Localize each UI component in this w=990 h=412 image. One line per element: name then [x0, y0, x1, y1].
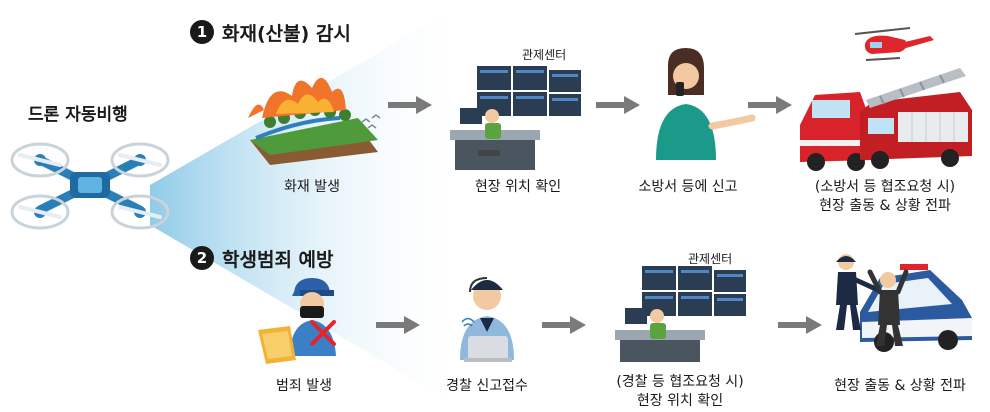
control-room-icon-2	[615, 266, 746, 362]
arrow-2-3	[778, 316, 822, 334]
control-center-label-2: 관제센터	[688, 252, 733, 266]
step-2-3-line2: 현장 위치 확인	[636, 393, 724, 409]
police-operator-icon	[460, 277, 514, 362]
police-car-icon	[836, 254, 972, 352]
step-2-3-line1: (경찰 등 협조요청 시)	[616, 374, 744, 390]
step-2-1-label: 범죄 발생	[276, 378, 332, 394]
section-2-badge: 2	[190, 246, 214, 270]
step-2-3-label: (경찰 등 협조요청 시) 현장 위치 확인	[616, 373, 743, 411]
step-2-2-label: 경찰 신고접수	[446, 378, 528, 394]
step-1-4-line2: 현장 출동 & 상황 전파	[819, 198, 951, 214]
arrow-2-2	[542, 316, 586, 334]
step-1-4-label: (소방서 등 협조요청 시) 현장 출동 & 상황 전파	[815, 178, 955, 216]
step-2-4-label: 현장 출동 & 상황 전파	[834, 378, 966, 394]
step-1-3-label: 소방서 등에 신고	[638, 179, 738, 195]
fire-truck-icon	[800, 68, 972, 171]
section-1-title: 화재(산불) 감시	[222, 23, 351, 45]
arrow-1-2	[596, 96, 640, 114]
section-1-badge: 1	[190, 20, 214, 44]
arrow-1-3	[748, 96, 792, 114]
arrow-2-1	[376, 316, 420, 334]
control-center-label-1: 관제센터	[522, 48, 567, 62]
forest-fire-icon	[248, 77, 381, 165]
phone-call-icon	[656, 48, 756, 160]
drone-icon	[10, 142, 170, 230]
drone-label: 드론 자동비행	[28, 105, 128, 125]
step-1-4-line1: (소방서 등 협조요청 시)	[814, 179, 956, 195]
section-2-title: 학생범죄 예방	[222, 249, 334, 271]
step-1-2-label: 현장 위치 확인	[474, 179, 562, 195]
helicopter-icon	[854, 27, 934, 61]
arrow-1-1	[388, 96, 432, 114]
criminal-icon	[258, 278, 336, 364]
step-1-1-label: 화재 발생	[284, 179, 340, 195]
control-room-icon-1	[450, 66, 581, 170]
